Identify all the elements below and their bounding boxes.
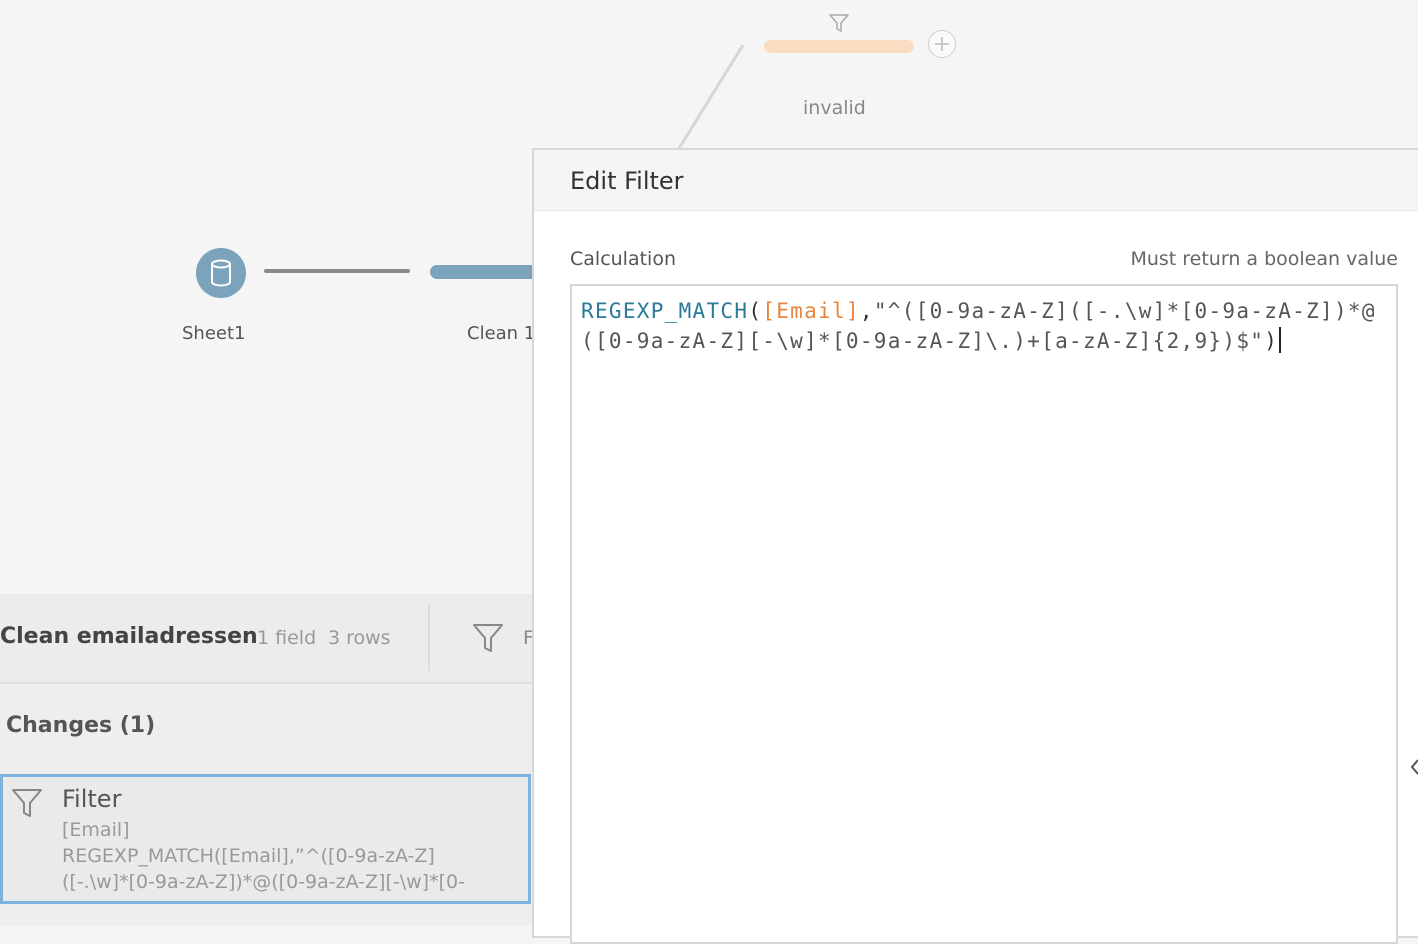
filter-icon (829, 13, 849, 37)
filter-icon[interactable] (472, 622, 504, 658)
input-node-label: Sheet1 (182, 323, 246, 344)
dialog-header: Edit Filter (534, 150, 1418, 211)
formula-comma: , (859, 299, 874, 323)
clean-node-label: Clean 1 (467, 323, 536, 344)
plus-icon (935, 37, 949, 51)
input-node-sheet1[interactable] (196, 248, 246, 298)
step-name: Clean emailadressen (0, 624, 258, 649)
output-node-invalid[interactable] (764, 40, 914, 53)
step-panel-header (0, 594, 534, 684)
boolean-hint: Must return a boolean value (1130, 248, 1398, 270)
formula-string: "^([0-9a-zA-Z]([-.\w]*[0-9a-zA-Z])*@([0-… (581, 299, 1376, 353)
filter-icon (11, 787, 43, 823)
formula-function: REGEXP_MATCH (581, 299, 749, 323)
toolbar-divider (428, 605, 430, 671)
chevron-left-icon[interactable] (1408, 756, 1418, 778)
formula-field: [Email] (762, 299, 860, 323)
calculation-code[interactable]: REGEXP_MATCH([Email],"^([0-9a-zA-Z]([-.\… (581, 296, 1381, 356)
text-caret (1279, 327, 1282, 353)
changes-title: Changes (1) (6, 713, 156, 738)
change-item-filter[interactable]: Filter [Email] REGEXP_MATCH([Email],”^([… (0, 774, 531, 904)
database-icon (211, 259, 231, 287)
filter-toolbar-label[interactable]: F (523, 627, 534, 649)
add-step-button[interactable] (928, 30, 956, 58)
calculation-editor[interactable]: REGEXP_MATCH([Email],"^([0-9a-zA-Z]([-.\… (570, 284, 1398, 944)
change-item-type: Filter (62, 785, 122, 813)
output-node-label: invalid (803, 97, 866, 119)
formula-open-paren: ( (748, 299, 763, 323)
edit-filter-dialog: Edit Filter Calculation Must return a bo… (532, 148, 1418, 944)
dialog-title: Edit Filter (570, 167, 684, 195)
calculation-label: Calculation (570, 248, 676, 270)
change-item-description: [Email] REGEXP_MATCH([Email],”^([0-9a-zA… (62, 819, 465, 893)
clean-node-bar[interactable] (430, 265, 540, 279)
flow-connector-to-invalid (676, 44, 745, 151)
formula-close-paren: ) (1264, 329, 1279, 353)
field-count: 1 field (257, 627, 317, 649)
row-count: 3 rows (328, 627, 391, 649)
flow-connector (264, 269, 410, 273)
